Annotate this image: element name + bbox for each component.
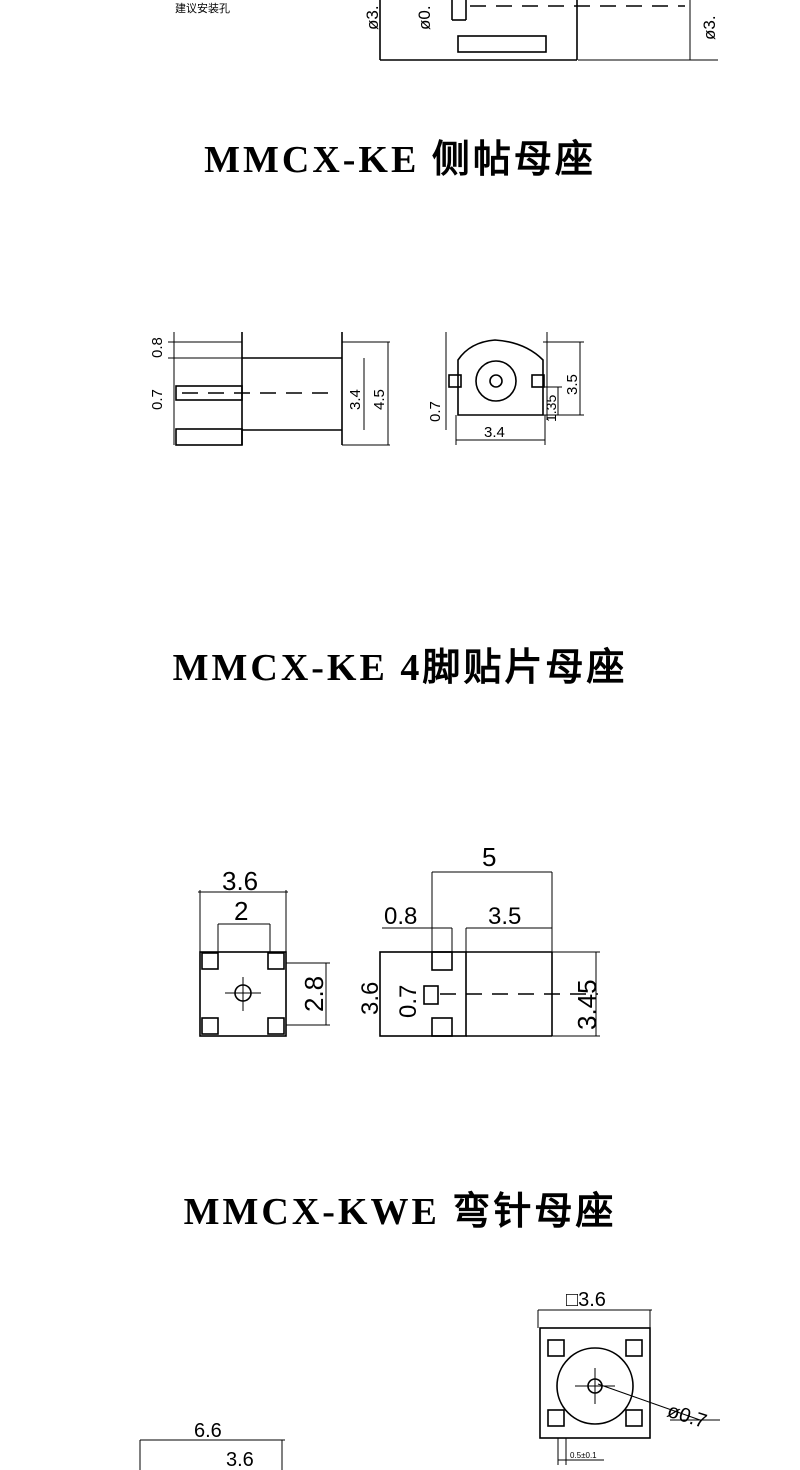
install-hole-note: 建议安装孔: [175, 1, 230, 15]
side-view: 0.8 0.7 3.4 4.5: [149, 332, 390, 446]
dim-side-pin: 0.7: [395, 985, 422, 1018]
bent-pin-drawing: 6.6 3.6 □3.6 ø0.7 0.5±0.1: [139, 1289, 720, 1470]
top-view: 3.6 2 2.8: [198, 866, 330, 1037]
dim-diameter-right: ø3.: [700, 15, 719, 40]
top-fragment-drawing: 建议安装孔 ø3. ø0. ø3.: [175, 0, 719, 61]
dim-body-inner-height: 3.4: [347, 389, 364, 410]
dim-pin-top: 0.8: [149, 337, 166, 358]
front-view: 0.7 3.4 1.35 3.5: [427, 332, 584, 445]
section-title-smt-4pin: MMCX-KE 4脚贴片母座: [172, 647, 628, 689]
dim-diameter-left: ø3.: [363, 5, 382, 30]
side-mount-drawing: 0.8 0.7 3.4 4.5 0.7 3.4 1.35 3.5: [149, 332, 584, 446]
dim-front-pin: 0.7: [427, 401, 444, 422]
smt-4pin-drawing: 3.6 2 2.8 5 0.8 3.5: [198, 842, 602, 1037]
dim-center-diameter: ø0.7: [664, 1400, 709, 1433]
section-title-side-mount: MMCX-KE 侧帖母座: [204, 139, 596, 181]
section-title-bent-pin: MMCX-KWE 弯针母座: [183, 1191, 617, 1233]
dim-front-width: 3.4: [484, 424, 505, 441]
dim-pin-diameter: 0.7: [149, 389, 166, 410]
side-view-bent: 6.6 3.6: [139, 1420, 285, 1470]
dim-front-small: 1.35: [543, 395, 559, 422]
dim-side-height: 3.6: [357, 982, 384, 1015]
dim-pin-length: 0.8: [384, 903, 417, 930]
dim-diameter-center: ø0.: [415, 5, 434, 30]
dim-outer: 6.6: [194, 1420, 222, 1442]
dim-front-height: 3.5: [564, 374, 581, 395]
dim-tolerance: 0.5±0.1: [570, 1451, 597, 1460]
dim-body-length: 3.5: [488, 903, 521, 930]
dim-body-height: 4.5: [371, 389, 388, 410]
side-view-smt: 5 0.8 3.5 3.6 0.7 3.45: [357, 842, 602, 1037]
dim-width: 3.6: [222, 866, 258, 896]
dim-height: 2.8: [299, 976, 329, 1012]
dim-length: 5: [482, 842, 496, 872]
dim-top-width: □3.6: [566, 1289, 606, 1311]
top-view-bent: □3.6 ø0.7 0.5±0.1: [537, 1289, 720, 1465]
top-body-outline: [379, 0, 718, 61]
dim-inner: 3.6: [226, 1449, 254, 1470]
dim-side-body: 3.45: [572, 979, 602, 1030]
dim-inner-width: 2: [234, 896, 248, 926]
